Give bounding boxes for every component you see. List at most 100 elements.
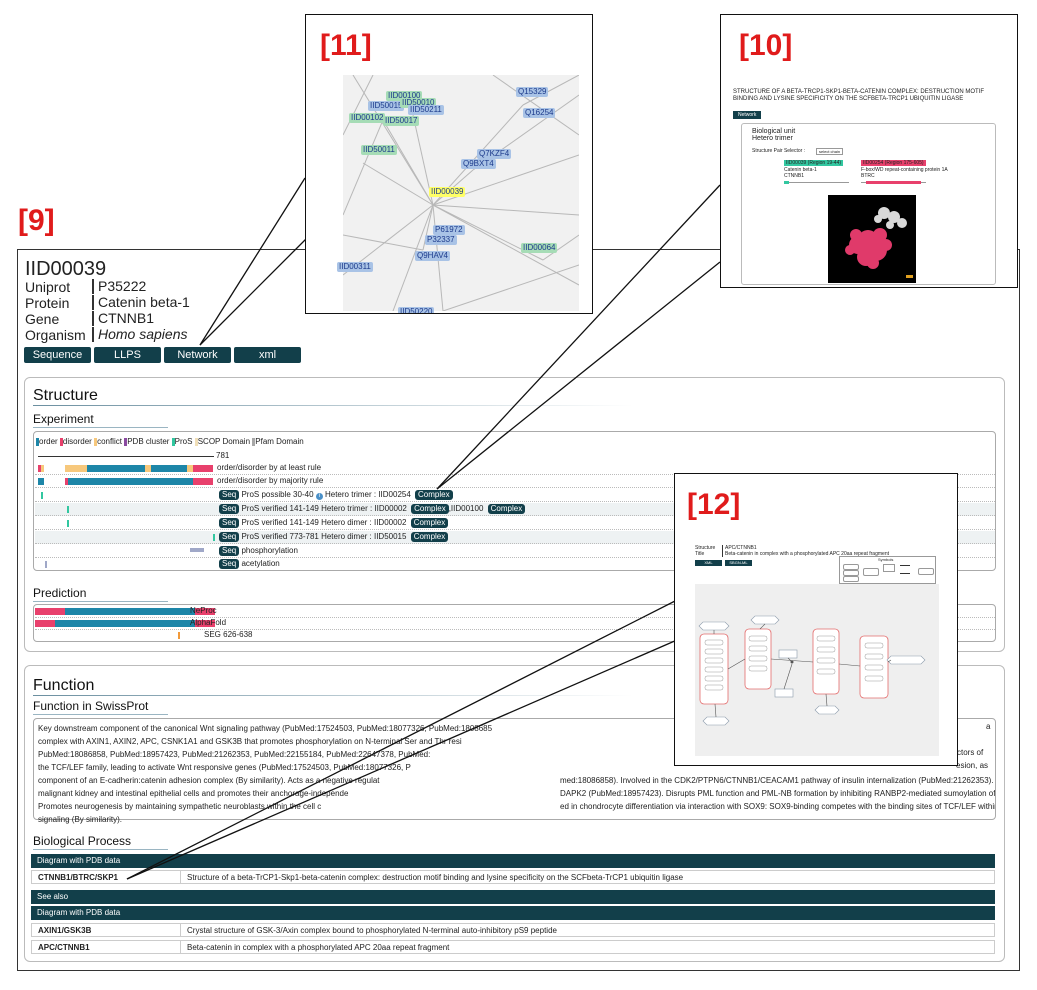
table-row[interactable]: APC/CTNNB1 Beta-catenin in complex with … xyxy=(31,940,995,954)
seq-badge[interactable]: Seq xyxy=(219,518,240,528)
complex-button[interactable]: Complex xyxy=(415,490,453,500)
sbgn-diagram xyxy=(698,615,926,726)
pros-text: ProS verified 141-149 Hetero dimer : IID… xyxy=(241,518,407,527)
track-segment xyxy=(187,465,193,472)
legend-arrow xyxy=(900,565,910,566)
network-node[interactable]: IID50211 xyxy=(408,105,444,115)
network-node[interactable]: P32337 xyxy=(425,235,457,245)
legend-symbol xyxy=(883,564,895,572)
function-text-line: the TCF/LEF family, leading to activate … xyxy=(38,763,411,772)
complex-button[interactable]: Complex xyxy=(410,532,449,542)
seq-badge[interactable]: Seq xyxy=(219,490,240,500)
chain-b-protein: F-box/WD repeat-containing protein 1A xyxy=(861,167,948,173)
complex-button[interactable]: Complex xyxy=(410,518,449,528)
diagram-desc: Crystal structure of GSK-3/Axin complex … xyxy=(180,924,557,937)
network-node[interactable]: Q9HAV4 xyxy=(415,251,450,261)
complex-title: STRUCTURE OF A BETA-TRCP1-SKP1-BETA-CATE… xyxy=(733,89,985,102)
xml-button[interactable]: xml xyxy=(234,347,301,363)
complex-button[interactable]: Complex xyxy=(487,504,526,514)
network-button[interactable]: Network xyxy=(164,347,231,363)
see-also-diagram-header: Diagram with PDB data xyxy=(31,906,995,920)
network-node-selected[interactable]: IID00039 xyxy=(429,187,466,197)
complex-button[interactable]: Complex xyxy=(411,504,449,514)
track-label: AlphaFold xyxy=(190,618,227,627)
swissprot-underline xyxy=(33,714,168,715)
network-node[interactable]: IID00311 xyxy=(337,262,373,272)
legend-symbol xyxy=(843,564,859,570)
table-row[interactable]: CTNNB1/BTRC/SKP1 Structure of a beta-TrC… xyxy=(31,870,995,884)
network-node[interactable]: Q16254 xyxy=(523,108,556,118)
entry-info: Uniprot P35222 Protein Catenin beta-1 Ge… xyxy=(25,279,325,349)
function-text-line: DAPK2 (PubMed:18957423). Disrupts PML fu… xyxy=(560,789,995,798)
prediction-underline xyxy=(33,601,168,602)
info-icon[interactable]: i xyxy=(315,493,323,500)
track-segment xyxy=(193,465,213,472)
pathway-structure-label: Structure xyxy=(695,545,716,551)
function-text-line: med:18086858). Involved in the CDK2/PTPN… xyxy=(560,776,995,785)
symbols-title: Symbols xyxy=(878,557,894,562)
callout-9: [9] xyxy=(18,204,55,237)
seq-badge[interactable]: Seq xyxy=(219,546,240,556)
network-node[interactable]: IID50011 xyxy=(361,145,397,155)
pair-selector-dropdown[interactable]: select chain xyxy=(816,148,844,155)
legend-symbol xyxy=(843,570,859,576)
network-node[interactable]: IID00102 xyxy=(349,113,386,123)
seq-badge[interactable]: Seq xyxy=(219,532,240,542)
see-also-header: See also xyxy=(31,890,995,904)
track-segment xyxy=(65,608,195,615)
experiment-title: Experiment xyxy=(33,412,94,426)
diagram-header: Diagram with PDB data xyxy=(31,854,995,868)
network-node[interactable]: Q15329 xyxy=(516,87,549,97)
network-node[interactable]: Q7KZF4 xyxy=(477,149,512,159)
complex-network-button[interactable]: Network xyxy=(733,111,762,119)
network-node[interactable]: IID50220 xyxy=(398,307,435,313)
network-node[interactable]: Q9BXT4 xyxy=(461,159,496,169)
sequence-button[interactable]: Sequence xyxy=(24,347,91,363)
swissprot-text-left: Key downstream component of the canonica… xyxy=(38,722,678,826)
llps-button[interactable]: LLPS xyxy=(94,347,161,363)
seq-badge[interactable]: Seq xyxy=(219,559,240,569)
sbgn-diagram-canvas[interactable] xyxy=(695,584,939,756)
track-label: Seq ProS possible 30-40 i Hetero trimer … xyxy=(217,489,453,501)
pros-text: ProS verified 773-781 Hetero dimer : IID… xyxy=(241,532,407,541)
swissprot-text-right: med:18086858). Involved in the CDK2/PTPN… xyxy=(560,774,995,813)
diagram-name[interactable]: AXIN1/GSK3B xyxy=(38,926,92,935)
track-segment xyxy=(38,465,41,472)
function-title-underline xyxy=(33,695,633,696)
track-row-pros-1: Seq ProS possible 30-40 i Hetero trimer … xyxy=(35,489,995,502)
pfam-swatch xyxy=(252,437,256,446)
track-legend: order disorder conflict PDB cluster ProS… xyxy=(36,437,304,446)
xml-download-button[interactable]: XML xyxy=(695,560,722,566)
sbgn-download-button[interactable]: SBGN-ML xyxy=(725,560,752,566)
complex-inset: [10] STRUCTURE OF A BETA-TRCP1-SKP1-BETA… xyxy=(720,14,1018,288)
track-label: Seq ProS verified 141-149 Hetero trimer … xyxy=(217,503,526,515)
track-segment xyxy=(195,620,215,627)
legend-symbol xyxy=(843,576,859,582)
network-node[interactable]: IID00064 xyxy=(521,243,558,253)
track-row-pros-3: Seq ProS verified 141-149 Hetero dimer :… xyxy=(35,517,995,530)
network-node[interactable]: P61972 xyxy=(433,225,465,235)
organism-value: Homo sapiens xyxy=(92,327,188,342)
track-segment xyxy=(38,478,44,485)
network-node[interactable]: IID50017 xyxy=(383,116,420,126)
structure-3d-viewer[interactable] xyxy=(828,195,916,283)
pros-partner: ,IID00100 xyxy=(448,504,484,513)
bio-process-underline xyxy=(33,849,168,850)
chain-b-highlight xyxy=(866,181,921,184)
legend-order: order xyxy=(39,437,58,446)
entry-id: IID00039 xyxy=(25,258,107,280)
uniprot-label: Uniprot xyxy=(25,279,71,295)
network-node[interactable]: IID50015 xyxy=(368,101,405,111)
network-node[interactable]: IID50010 xyxy=(400,98,437,108)
symbols-legend: Symbols xyxy=(839,556,936,584)
chain-a-protein: Catenin beta-1 xyxy=(784,167,817,173)
network-node[interactable]: IID00100 xyxy=(386,91,423,101)
table-row[interactable]: AXIN1/GSK3B Crystal structure of GSK-3/A… xyxy=(31,923,995,937)
diagram-name[interactable]: APC/CTNNB1 xyxy=(38,943,90,952)
track-label: Seq ProS verified 773-781 Hetero dimer :… xyxy=(217,531,449,543)
seq-badge[interactable]: Seq xyxy=(219,504,240,514)
prediction-row-neproc: NeProc xyxy=(35,605,995,618)
network-canvas[interactable]: IID00100 IID50015 IID50010 IID50211 IID0… xyxy=(337,75,579,313)
diagram-name[interactable]: CTNNB1/BTRC/SKP1 xyxy=(38,873,119,882)
